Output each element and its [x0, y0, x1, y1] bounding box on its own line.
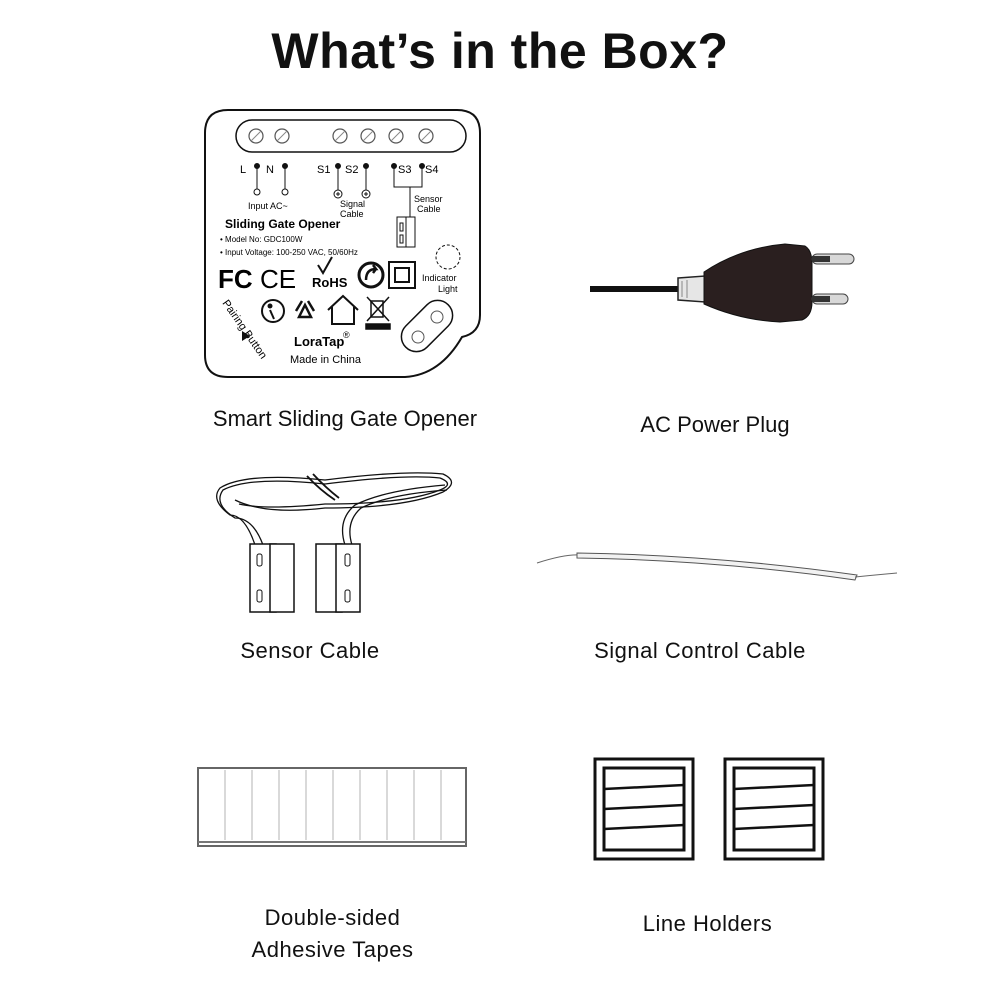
line-holders-illustration	[593, 757, 825, 861]
sensor-terminal-oval	[400, 299, 454, 353]
page-title: What’s in the Box?	[271, 23, 729, 79]
item-caption-sensor-cable: Sensor Cable	[240, 638, 380, 663]
gate-opener-device-illustration: L N S1 S2 S3 S4 Input AC~ Signal Cable S…	[204, 109, 481, 378]
terminal-label-s1: S1	[317, 164, 330, 176]
item-caption-gate-opener: Smart Sliding Gate Opener	[212, 406, 478, 431]
sensor-cable-illustration	[216, 472, 453, 613]
recycle-icon	[294, 300, 316, 319]
signal-control-cable-illustration	[536, 552, 898, 581]
sensor-block-right	[315, 543, 361, 613]
checkmark-icon	[317, 256, 333, 275]
double-insulation-icon	[388, 261, 416, 289]
item-caption-line-holders: Line Holders	[642, 911, 773, 936]
terminal-label-s2: S2	[345, 164, 358, 176]
signal-cable-label-1: Signal	[340, 199, 365, 209]
terminal-label-s4: S4	[425, 164, 438, 176]
adhesive-tapes-line-1: Double-sided	[264, 905, 401, 930]
brand-name: LoraTap	[294, 334, 344, 349]
sensor-cable-label-2: Cable	[417, 204, 441, 214]
crossed-bin-icon	[365, 296, 391, 330]
item-caption-adhesive-tapes: Double-sided Adhesive Tapes	[200, 902, 465, 966]
adhesive-tapes-illustration	[197, 767, 467, 847]
registered-mark: ®	[343, 330, 350, 340]
terminal-label-l: L	[240, 164, 246, 176]
ce-mark: CE	[260, 264, 296, 294]
sensor-cable-label-1: Sensor	[414, 194, 443, 204]
terminal-label-n: N	[266, 164, 274, 176]
model-number: • Model No: GDC100W	[220, 235, 303, 244]
rohs-mark: RoHS	[312, 275, 348, 290]
input-voltage: • Input Voltage: 100-250 VAC, 50/60Hz	[220, 248, 358, 257]
input-ac-label: Input AC~	[248, 201, 288, 211]
adhesive-tapes-line-2: Adhesive Tapes	[251, 937, 414, 962]
product-name: Sliding Gate Opener	[225, 217, 341, 231]
house-icon	[327, 294, 359, 325]
sensor-block-left	[249, 543, 295, 613]
signal-cable-label-2: Cable	[340, 209, 364, 219]
ac-power-plug-illustration	[590, 243, 855, 323]
recycle-arrow-icon	[357, 261, 385, 289]
terminal-label-s3: S3	[398, 164, 411, 176]
item-caption-signal-cable: Signal Control Cable	[594, 638, 806, 663]
line-holder-right	[723, 757, 825, 861]
line-holder-left	[593, 757, 695, 861]
fc-mark: FC	[218, 264, 253, 294]
indicator-label-1: Indicator	[422, 273, 457, 283]
made-in-label: Made in China	[290, 354, 362, 366]
indicator-label-2: Light	[438, 284, 458, 294]
pairing-arrow-icon	[242, 331, 250, 341]
disposal-icon	[261, 299, 285, 323]
item-caption-ac-plug: AC Power Plug	[640, 412, 790, 437]
